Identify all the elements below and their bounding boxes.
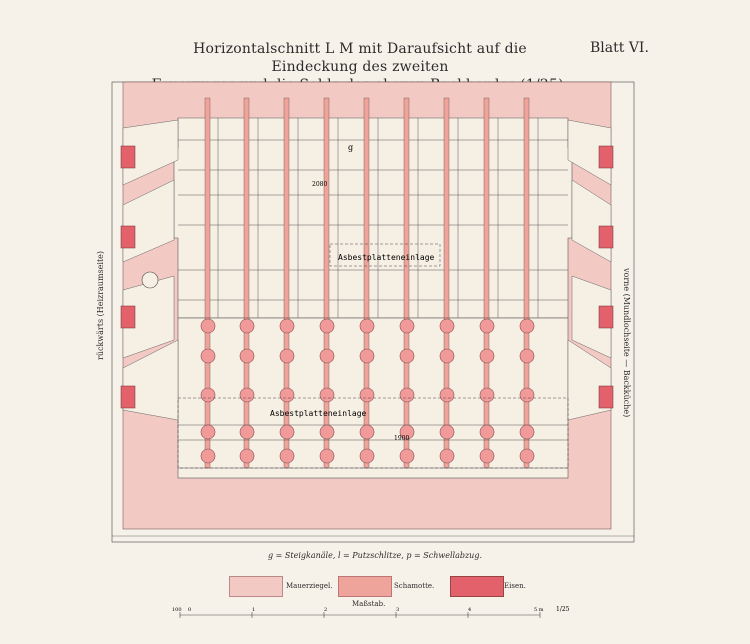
- g-mark: g: [348, 143, 353, 152]
- legend-swatch-chamotte: [338, 576, 392, 597]
- asbest-lower-label: Asbestplatteneinlage: [270, 409, 367, 418]
- iron-side-pieces: [120, 145, 614, 409]
- asbest-upper-outline: [329, 243, 441, 267]
- upper-chamber: [173, 117, 573, 319]
- legend-swatch-iron: [450, 576, 504, 597]
- scale-label: Maßstab.: [352, 600, 386, 608]
- cleanout-circle: [141, 271, 159, 289]
- legend-swatch-brick: [229, 576, 283, 597]
- legend-caption: g = Steigkanäle, l = Putzschlitze, p = S…: [268, 551, 482, 560]
- dim-1900: 1900: [394, 435, 409, 442]
- dim-2080: 2080: [312, 181, 327, 188]
- asbest-lower-outline: [177, 397, 569, 469]
- legend-label-chamotte: Schamotte.: [394, 582, 435, 590]
- left-side-label: rückwärts (Heizraumseite): [96, 250, 105, 360]
- legend-label-iron: Eisen.: [504, 582, 526, 590]
- flue-low-right: [571, 275, 612, 359]
- title-line-1: Horizontalschnitt L M mit Daraufsicht au…: [193, 41, 527, 75]
- upper-grid: [178, 118, 568, 318]
- top-flue-columns: [204, 97, 530, 319]
- plate-number: Blatt VI.: [590, 40, 649, 56]
- asbest-upper-label: Asbestplatteneinlage: [338, 253, 435, 262]
- legend-label-brick: Mauerziegel.: [286, 582, 333, 590]
- steam-channel-circles: [200, 318, 535, 464]
- right-side-label: vorne (Mundlochseite — Backküche): [622, 268, 631, 418]
